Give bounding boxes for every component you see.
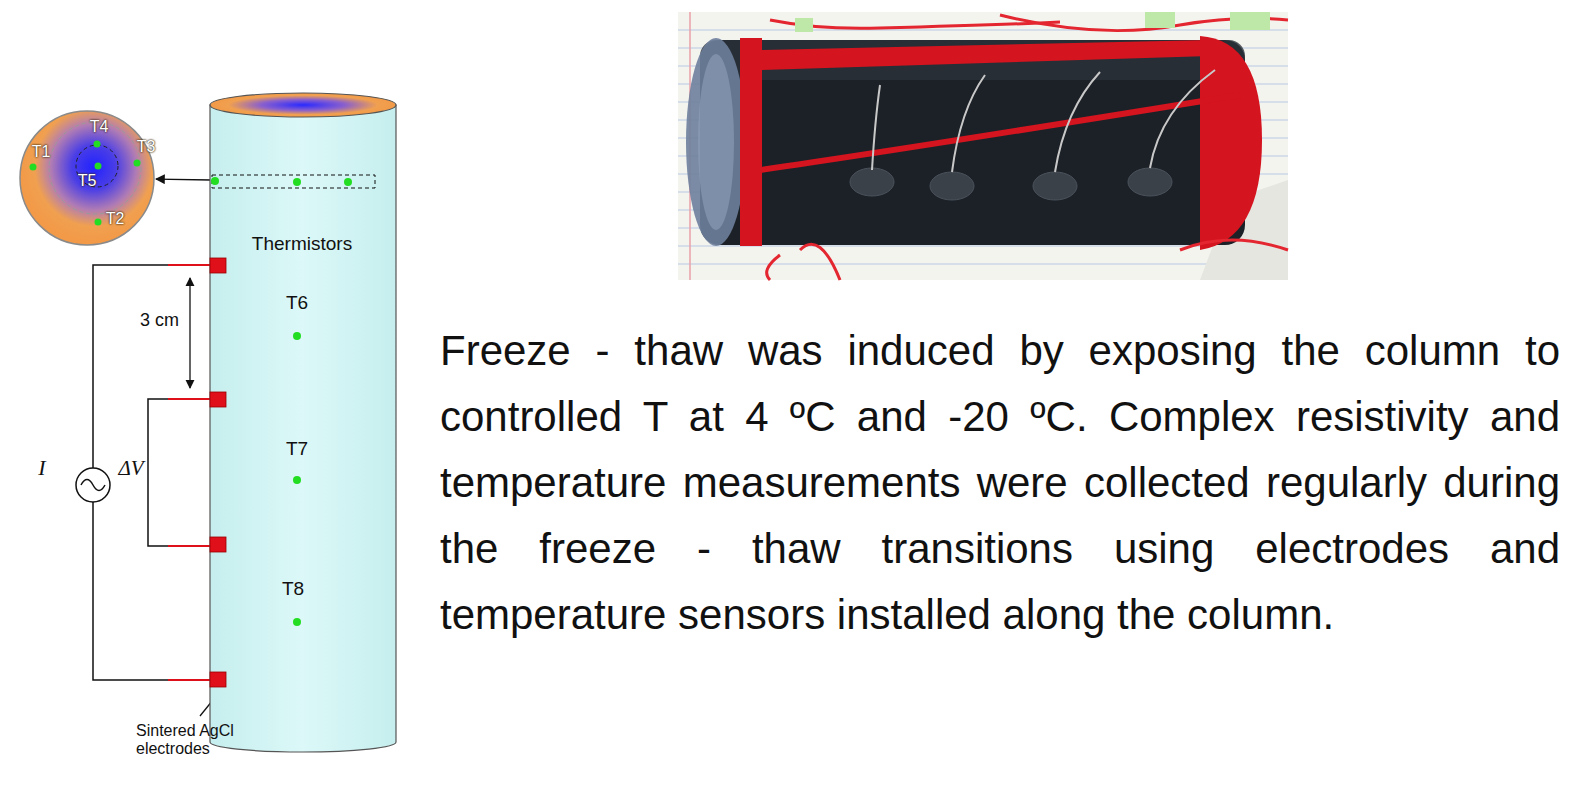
sensor-label: T1 (32, 144, 51, 160)
lead (168, 398, 212, 400)
paper (678, 12, 1288, 280)
ac-source-symbol (76, 468, 110, 502)
soil-column: ThermistorsT6T7T8 (208, 92, 398, 754)
pointer-arrow (156, 178, 211, 180)
electrode (210, 392, 226, 407)
inset-circle (20, 111, 154, 245)
lead (168, 545, 212, 547)
tag (795, 18, 813, 32)
signal-name: ΔV (118, 458, 143, 479)
tube (700, 40, 1245, 245)
thermistor-dot (293, 178, 301, 186)
red-tape (740, 38, 762, 246)
electrode (210, 258, 226, 273)
end-cap (686, 38, 746, 246)
heading-label: Thermistors (252, 234, 352, 253)
end-cap-rim (698, 54, 734, 230)
thermistor-dot (95, 219, 102, 226)
thermistor-dot (95, 163, 102, 170)
electrode-pads (850, 168, 1172, 200)
thermistor-dot (293, 618, 301, 626)
red-tape (760, 40, 1210, 70)
tag (1230, 12, 1270, 30)
soil-column-outline (208, 92, 398, 754)
sensor-label: T4 (90, 119, 109, 135)
sine-symbol (81, 480, 105, 491)
column-top (210, 93, 396, 117)
red-tape (760, 95, 1240, 170)
description-text: Freeze - thaw was induced by exposing th… (440, 318, 1560, 648)
red-wires (767, 15, 1288, 280)
part-label: Sintered AgCl electrodes (136, 722, 250, 757)
thermistor-dot (30, 164, 37, 171)
electrode (210, 537, 226, 552)
tag (1145, 12, 1175, 28)
ruled-lines (678, 30, 1288, 264)
column-photo (678, 12, 1288, 280)
thermistor-dot (94, 141, 101, 148)
lead (168, 679, 212, 681)
cross-section-inset: T1 T4T3T5T2 (19, 110, 155, 246)
lead (168, 264, 212, 266)
column-body (210, 105, 396, 752)
thermistor-dot (293, 476, 301, 484)
wire (148, 399, 168, 546)
sensor-label: T3 (137, 139, 156, 155)
sensor-label: T2 (106, 211, 125, 227)
sensor-label: T6 (286, 293, 308, 312)
dimension-arrow (189, 278, 190, 388)
dashed-ring (49, 122, 141, 214)
sensor-label: T7 (286, 439, 308, 458)
dimension-label: 3 cm (140, 311, 179, 329)
voltage-circuit (148, 399, 168, 546)
thermistor-dot (134, 160, 141, 167)
thermistor-dot (293, 332, 301, 340)
thermistor-dot (344, 178, 352, 186)
thermistor-dot (211, 177, 219, 185)
signal-name: I (38, 457, 45, 479)
red-tape (1200, 36, 1262, 250)
tube-highlight (700, 40, 1245, 80)
wire (93, 265, 168, 468)
sensor-label: T8 (282, 579, 304, 598)
silver-wires (872, 70, 1215, 172)
wire (93, 502, 168, 680)
section-marker (212, 175, 375, 188)
sensor-label: T5 (78, 173, 97, 189)
electrode (210, 672, 226, 687)
